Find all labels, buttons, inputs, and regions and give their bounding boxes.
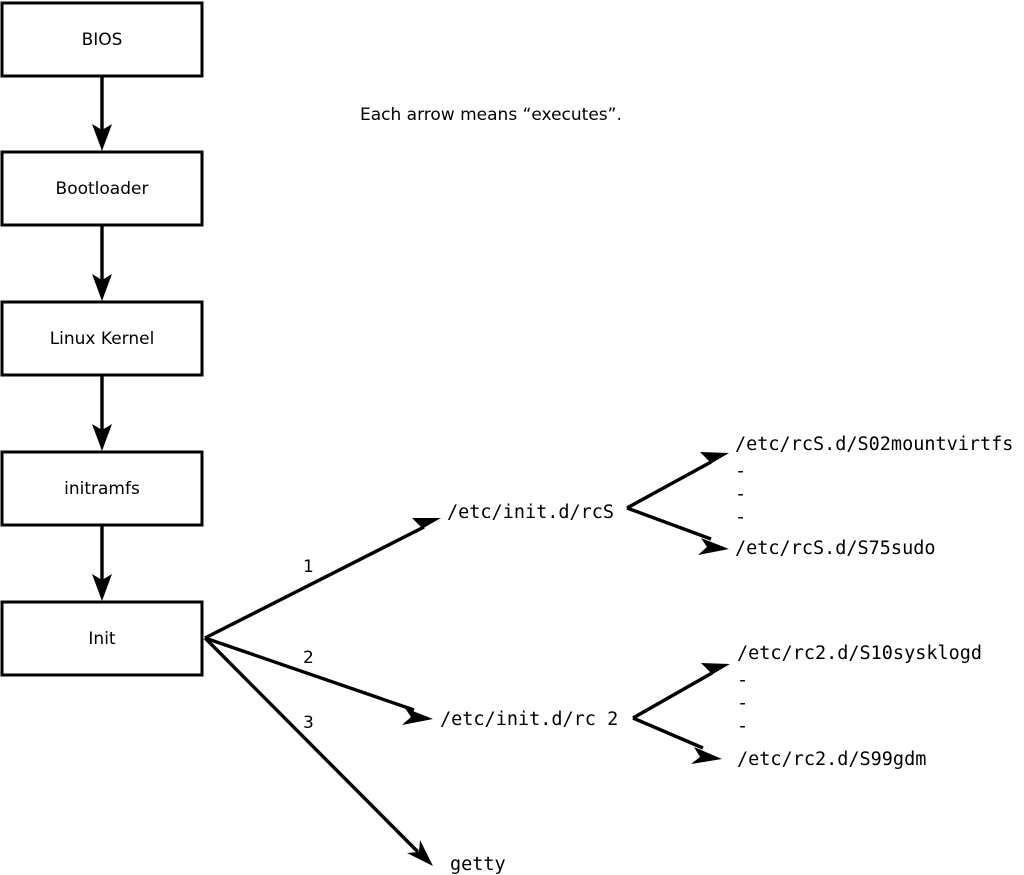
- rc2-ellipsis-dash-2: -: [737, 693, 748, 714]
- arrow-head-icon: [402, 708, 433, 725]
- arrow-kernel-to-initramfs: [92, 375, 112, 451]
- box-linux-kernel[interactable]: Linux Kernel: [0, 300, 204, 377]
- label-rc2-last-script: /etc/rc2.d/S99gdm: [737, 749, 926, 770]
- box-bios[interactable]: BIOS: [0, 1, 204, 78]
- arrow-init-to-getty: [203, 636, 433, 866]
- box-initramfs-label: initramfs: [64, 479, 140, 499]
- label-rc2-first-script: /etc/rc2.d/S10sysklogd: [737, 643, 982, 664]
- arrow-head-icon: [92, 424, 112, 451]
- box-bios-label: BIOS: [82, 30, 123, 50]
- rcs-ellipsis-dash-2: -: [735, 484, 746, 505]
- arrow-head-icon: [701, 663, 730, 681]
- rcs-ellipsis-dash-3: -: [735, 507, 746, 528]
- label-rcs-last-script: /etc/rcS.d/S75sudo: [735, 538, 935, 559]
- arrow-rcs-to-first-script: [626, 452, 729, 510]
- box-init[interactable]: Init: [0, 600, 204, 677]
- arrow-rc2-to-last-script: [632, 716, 722, 764]
- arrow-head-icon: [407, 840, 433, 866]
- box-bootloader-label: Bootloader: [56, 179, 149, 199]
- arrow-head-icon: [691, 747, 722, 764]
- branch-number-3: 3: [303, 713, 314, 733]
- diagram-caption: Each arrow means “executes”.: [360, 105, 622, 125]
- box-bootloader-rect: [0, 150, 204, 227]
- arrow-head-icon: [92, 574, 112, 601]
- label-getty: getty: [450, 854, 506, 875]
- arrow-head-icon: [92, 124, 112, 151]
- box-bios-rect: [0, 1, 204, 78]
- arrow-head-icon: [700, 452, 729, 470]
- arrow-head-icon: [92, 274, 112, 301]
- rcs-ellipsis-dash-1: -: [735, 461, 746, 482]
- arrow-bootloader-to-kernel: [92, 225, 112, 301]
- label-init-d-rc2: /etc/init.d/rc 2: [440, 709, 618, 730]
- arrow-initramfs-to-init: [92, 525, 112, 601]
- branch-number-1: 1: [303, 557, 314, 577]
- rc2-ellipsis-dash-1: -: [737, 670, 748, 691]
- arrow-head-icon: [411, 518, 441, 535]
- branch-number-2: 2: [303, 648, 314, 668]
- box-init-label: Init: [88, 629, 116, 649]
- arrow-bios-to-bootloader: [92, 76, 112, 151]
- label-init-d-rcs: /etc/init.d/rcS: [447, 502, 614, 523]
- rc2-ellipsis-dash-3: -: [737, 716, 748, 737]
- label-rcs-first-script: /etc/rcS.d/S02mountvirtfs: [735, 434, 1013, 455]
- box-initramfs[interactable]: initramfs: [0, 450, 204, 527]
- arrow-rc2-to-first-script: [632, 663, 730, 720]
- box-init-rect: [0, 600, 204, 677]
- arrow-init-to-rc2: [204, 636, 433, 725]
- box-initramfs-rect: [0, 450, 204, 527]
- box-bootloader[interactable]: Bootloader: [0, 150, 204, 227]
- arrow-init-to-rcs: [204, 518, 441, 640]
- arrow-head-icon: [698, 538, 729, 555]
- box-linux-kernel-label: Linux Kernel: [50, 329, 155, 349]
- arrow-rcs-to-last-script: [626, 506, 729, 555]
